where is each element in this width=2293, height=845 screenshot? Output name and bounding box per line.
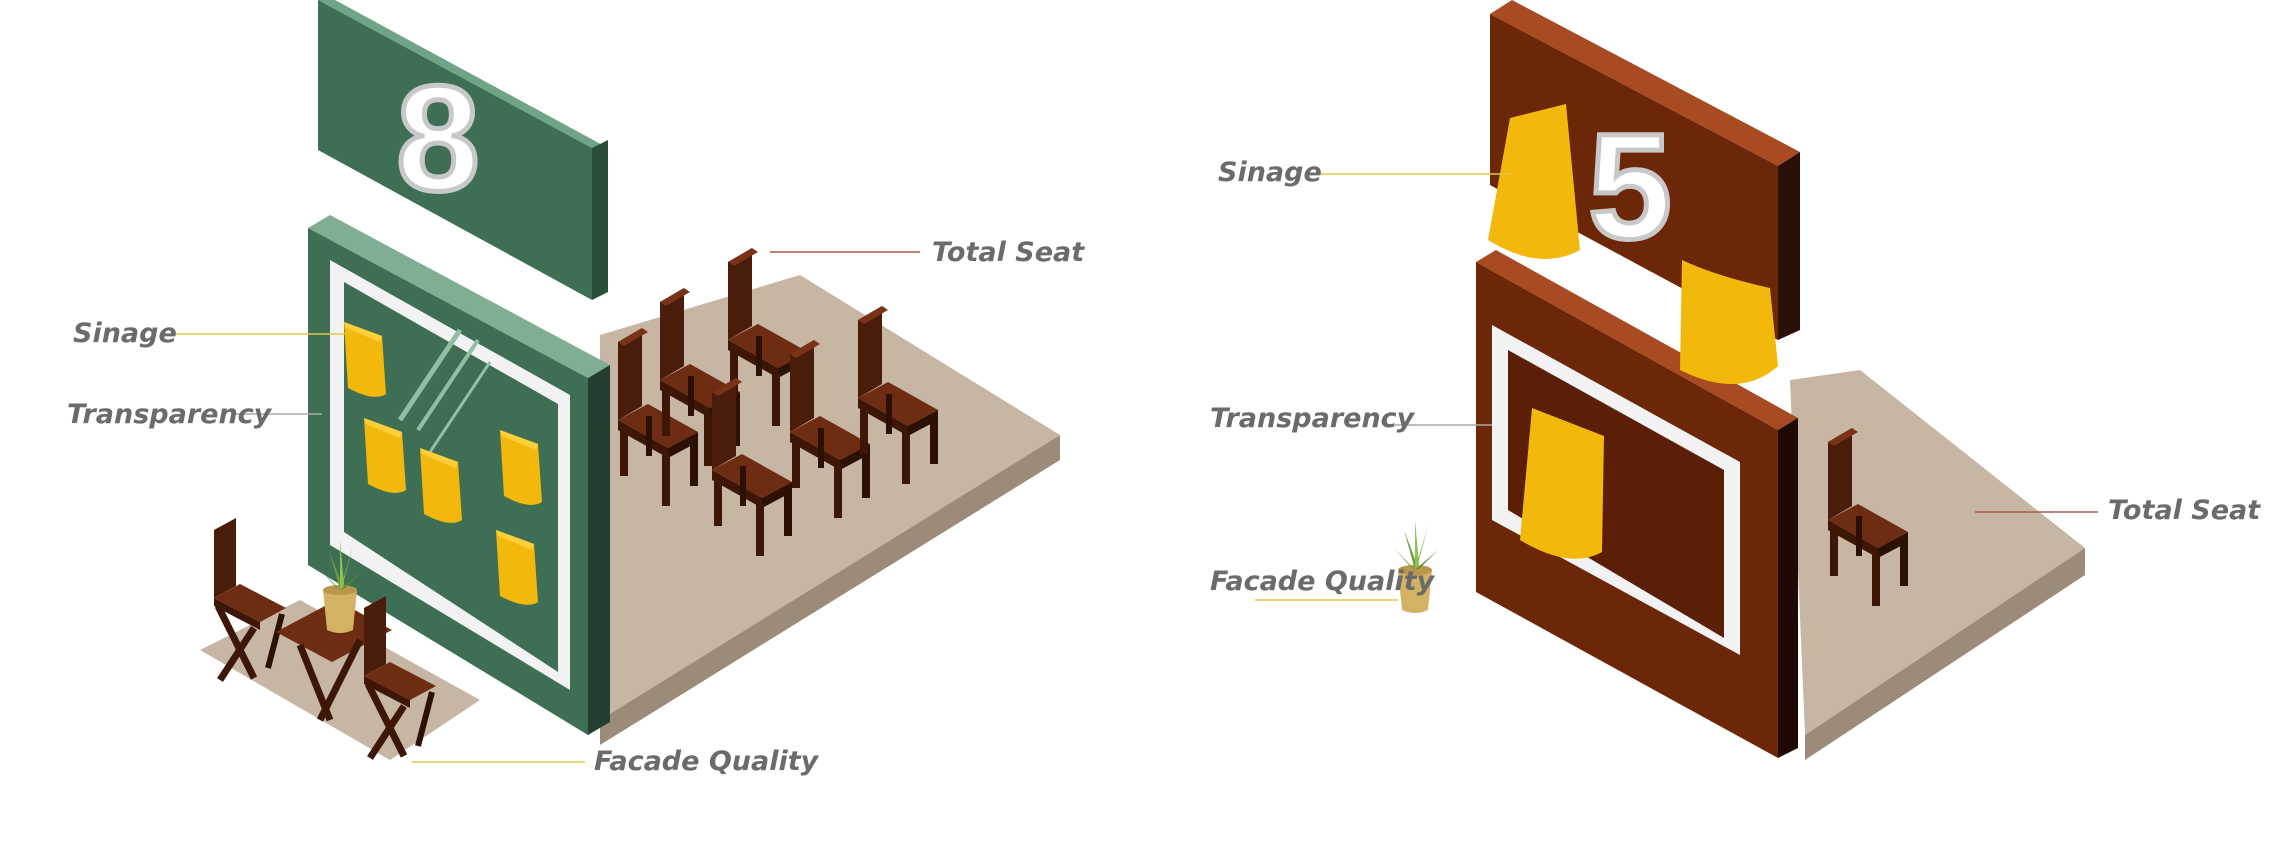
left-outdoor-seating: [214, 518, 436, 758]
right-signage-note: [1520, 408, 1604, 559]
right-scene: 5 Sinage Transparency Total Seat Faca: [1210, 0, 2261, 760]
right-facade: [1476, 250, 1798, 758]
right-label-transparency: Transparency: [1210, 403, 1416, 434]
right-label-facade-quality: Facade Quality: [1210, 566, 1436, 597]
right-leader-lines: [1255, 173, 2098, 601]
left-sign-number: 8: [396, 54, 479, 222]
left-scene: 8: [67, 0, 1085, 777]
right-label-sinage: Sinage: [1218, 157, 1322, 188]
left-label-total-seat: Total Seat: [932, 237, 1085, 268]
left-leader-lines: [163, 251, 920, 763]
right-label-total-seat: Total Seat: [2108, 495, 2261, 526]
left-sign-block: 8: [318, 0, 608, 300]
left-label-sinage: Sinage: [73, 318, 177, 349]
right-sign-block: 5: [1488, 0, 1800, 340]
left-label-transparency: Transparency: [67, 399, 273, 430]
left-label-facade-quality: Facade Quality: [594, 746, 820, 777]
right-floor: [1790, 370, 2085, 735]
left-facade: [308, 215, 610, 735]
right-sign-number: 5: [1588, 102, 1671, 270]
